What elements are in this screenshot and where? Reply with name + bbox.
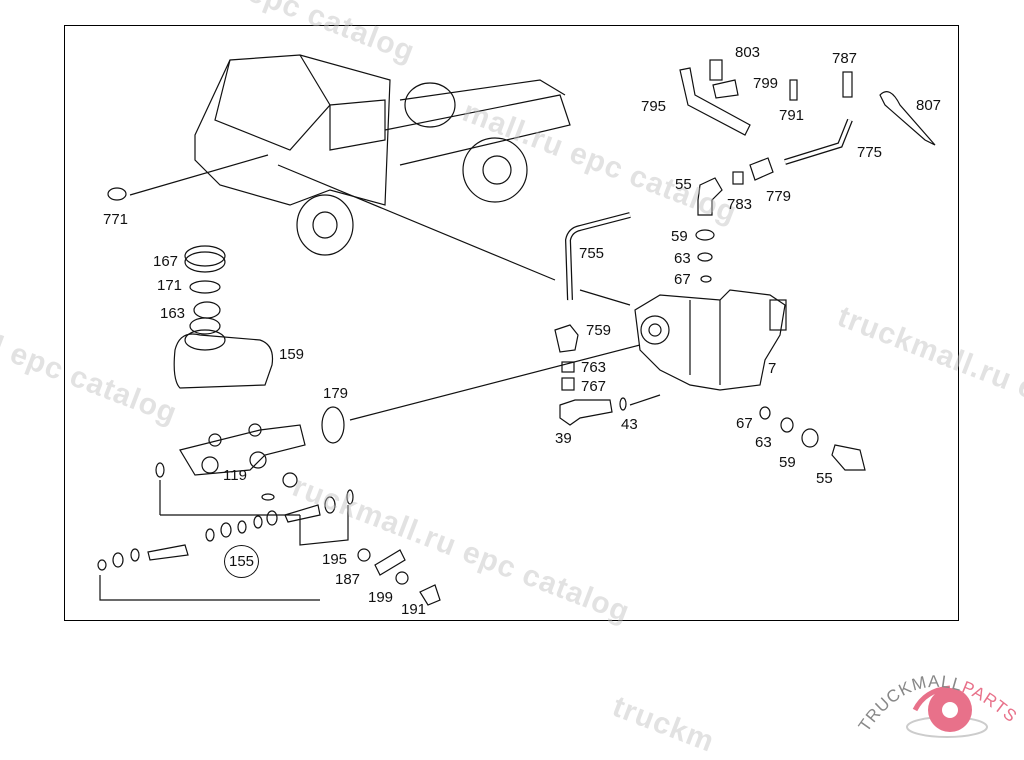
part-label: 763 bbox=[581, 359, 607, 376]
part-label: 199 bbox=[368, 589, 394, 606]
seal-rings bbox=[97, 59, 936, 606]
part-label: 787 bbox=[832, 50, 858, 67]
part-label: 783 bbox=[727, 196, 753, 213]
part-label: 191 bbox=[401, 601, 427, 618]
part-label: 807 bbox=[916, 97, 942, 114]
part-label: 55 bbox=[675, 176, 692, 193]
part-label: 7 bbox=[768, 360, 777, 377]
part-label: 791 bbox=[779, 107, 805, 124]
part-label: 163 bbox=[160, 305, 186, 322]
part-label: 803 bbox=[735, 44, 761, 61]
valve-assembly bbox=[634, 289, 787, 391]
part-label: 755 bbox=[579, 245, 605, 262]
part-label: 63 bbox=[674, 250, 691, 267]
part-label: 67 bbox=[736, 415, 753, 432]
part-label: 155 bbox=[224, 545, 260, 578]
part-label: 795 bbox=[641, 98, 667, 115]
leader-line bbox=[129, 154, 269, 196]
truck-illustration bbox=[194, 54, 571, 256]
part-label: 195 bbox=[322, 551, 348, 568]
part-label: 767 bbox=[581, 378, 607, 395]
part-label: 171 bbox=[157, 277, 183, 294]
part-label: 775 bbox=[857, 144, 883, 161]
part-label: 59 bbox=[779, 454, 796, 471]
part-label: 55 bbox=[816, 470, 833, 487]
part-label: 759 bbox=[586, 322, 612, 339]
part-label: 59 bbox=[671, 228, 688, 245]
part-label: 39 bbox=[555, 430, 572, 447]
truckmall-parts-logo: TRUCKMALLPARTS bbox=[855, 672, 1020, 738]
part-label: 799 bbox=[753, 75, 779, 92]
part-label: 159 bbox=[279, 346, 305, 363]
part-label: 771 bbox=[103, 211, 129, 228]
part-label: 187 bbox=[335, 571, 361, 588]
diagram-frame bbox=[64, 25, 959, 621]
part-label: 779 bbox=[766, 188, 792, 205]
part-label: 119 bbox=[223, 467, 247, 484]
gear-icon bbox=[912, 685, 972, 732]
part-label: 63 bbox=[755, 434, 772, 451]
part-label: 43 bbox=[621, 416, 638, 433]
part-label: 179 bbox=[323, 385, 349, 402]
part-label: 167 bbox=[153, 253, 179, 270]
part-label: 67 bbox=[674, 271, 691, 288]
